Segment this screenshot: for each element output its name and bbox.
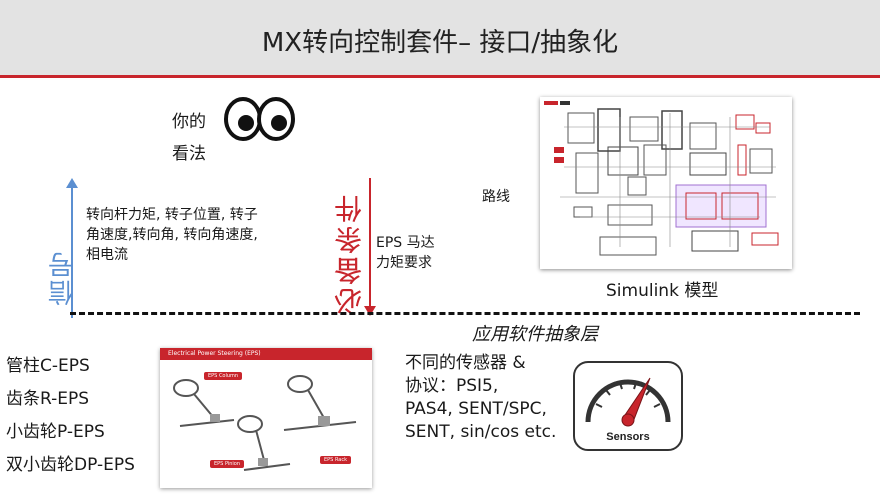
slide-title: MX转向控制套件– 接口/抽象化 xyxy=(261,28,619,58)
route-label: 路线 xyxy=(482,189,510,205)
sensor-icon-label: Sensors xyxy=(606,431,649,443)
eps-type-item: 齿条R-EPS xyxy=(6,389,90,409)
signal-line-3: 相电流 xyxy=(86,247,128,263)
simulink-caption: Simulink 模型 xyxy=(606,281,719,301)
requirement-label: 必备条件 xyxy=(333,192,366,316)
abstraction-divider xyxy=(70,312,860,315)
sensor-line-4: SENT, sin/cos etc. xyxy=(405,422,557,442)
simulink-model-image xyxy=(540,97,792,269)
signal-line-1: 转向杆力矩, 转子位置, 转子 xyxy=(86,207,258,223)
eps-illustration xyxy=(173,375,357,471)
opinion-text: 你的 看法 xyxy=(172,106,206,170)
sensor-line-2: 协议：PSI5, xyxy=(405,376,499,396)
eps-type-list: 管柱C-EPS 齿条R-EPS 小齿轮P-EPS 双小齿轮DP-EPS xyxy=(6,350,135,482)
requirement-line-1: EPS 马达 xyxy=(376,235,435,251)
opinion-line-2: 看法 xyxy=(172,144,206,164)
sensor-gauge-icon: Sensors xyxy=(573,361,683,451)
eps-type-item: 管柱C-EPS xyxy=(6,356,90,376)
requirement-arrow xyxy=(364,178,376,316)
sensor-description: 不同的传感器 & 协议：PSI5, PAS4, SENT/SPC, SENT, … xyxy=(405,352,556,444)
eps-type-item: 双小齿轮DP-EPS xyxy=(6,455,135,475)
eps-type-item: 小齿轮P-EPS xyxy=(6,422,105,442)
title-bar: MX转向控制套件– 接口/抽象化 xyxy=(0,0,880,78)
sensor-line-3: PAS4, SENT/SPC, xyxy=(405,399,547,419)
eps-diagram: Electrical Power Steering (EPS) EPS Colu… xyxy=(160,348,372,488)
signal-line-2: 角速度,转向角, 转向角速度, xyxy=(86,227,258,243)
signal-arrow xyxy=(66,178,78,318)
sensor-line-1: 不同的传感器 & xyxy=(405,353,526,373)
requirement-line-2: 力矩要求 xyxy=(376,255,432,271)
eyes-icon xyxy=(224,97,295,141)
opinion-line-1: 你的 xyxy=(172,112,206,132)
signal-description: 转向杆力矩, 转子位置, 转子 角速度,转向角, 转向角速度, 相电流 xyxy=(86,205,291,265)
eps-diagram-title: Electrical Power Steering (EPS) xyxy=(160,348,372,360)
requirement-description: EPS 马达 力矩要求 xyxy=(376,233,456,273)
eps-rack-tag: EPS Rack xyxy=(320,456,352,464)
abstraction-layer-label: 应用软件抽象层 xyxy=(472,324,598,345)
eps-column-tag: EPS Column xyxy=(204,372,243,380)
eps-pinion-tag: EPS Pinion xyxy=(210,460,245,468)
signal-label: 信号 xyxy=(48,250,78,306)
